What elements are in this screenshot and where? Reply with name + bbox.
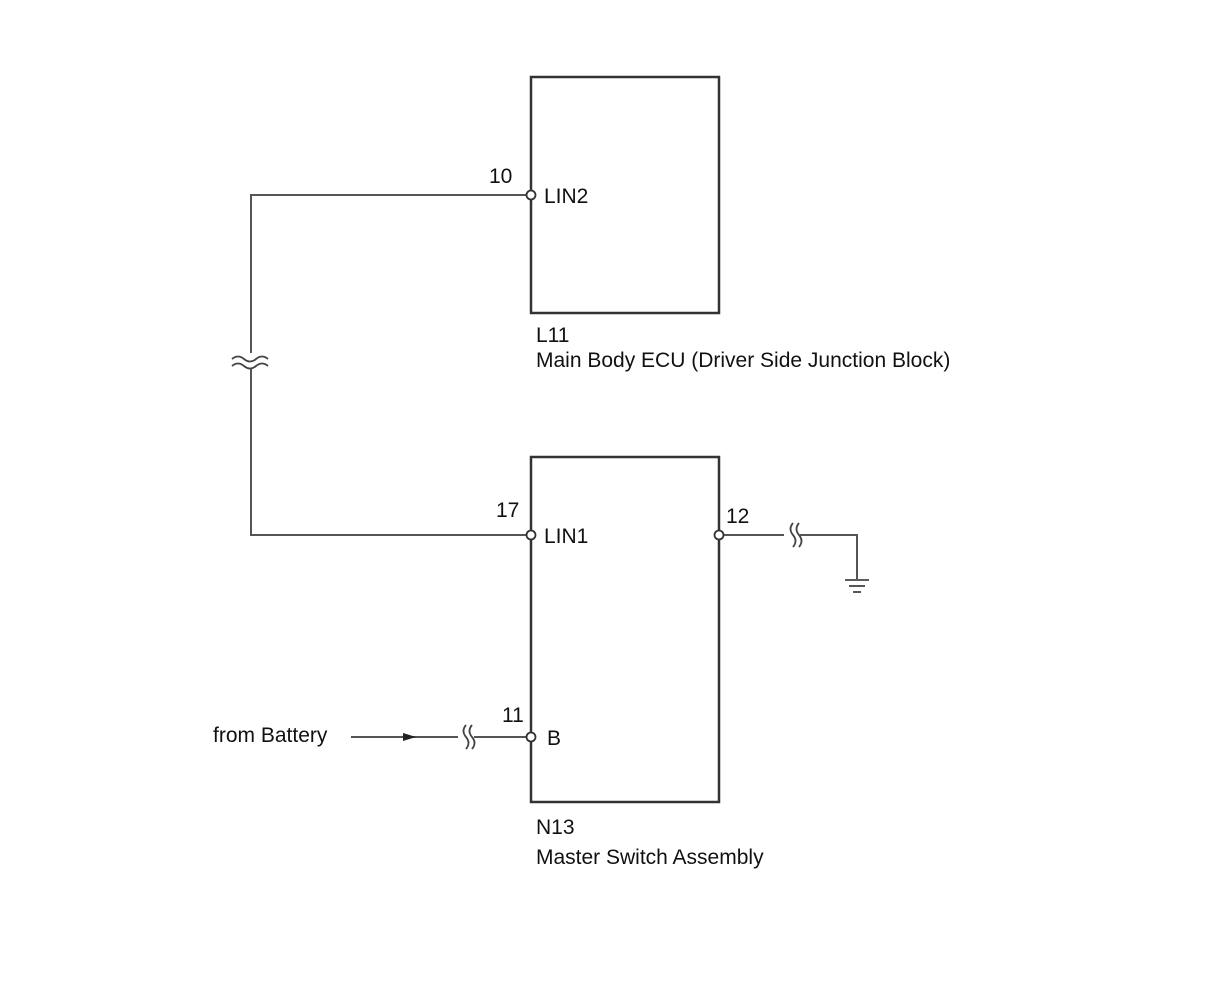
arrow-icon [403, 733, 416, 741]
n13-name-label: Master Switch Assembly [536, 846, 764, 869]
pin-17-terminal [525, 529, 537, 541]
n13-code-label: N13 [536, 816, 575, 839]
pin-lin2-label: LIN2 [544, 185, 588, 208]
ground-icon [845, 579, 869, 593]
pin-11-number: 11 [502, 704, 524, 727]
pin-lin1-label: LIN1 [544, 525, 588, 548]
pin-b-label: B [547, 727, 561, 750]
ground-wire [719, 534, 858, 579]
lin-wire [250, 194, 531, 536]
n13-component-box [529, 455, 721, 804]
pin-11-terminal [525, 731, 537, 743]
pin-12-number: 12 [726, 505, 749, 528]
pin-17-number: 17 [496, 499, 519, 522]
l11-code-label: L11 [536, 324, 569, 347]
wire-break-icon [784, 522, 803, 548]
battery-source-label: from Battery [213, 724, 328, 747]
pin-12-terminal [713, 529, 725, 541]
pin-10-number: 10 [489, 165, 512, 188]
l11-name-label: Main Body ECU (Driver Side Junction Bloc… [536, 349, 950, 372]
pin-10-terminal [525, 189, 537, 201]
wire-break-icon [231, 353, 270, 370]
wire-break-icon [458, 724, 476, 750]
